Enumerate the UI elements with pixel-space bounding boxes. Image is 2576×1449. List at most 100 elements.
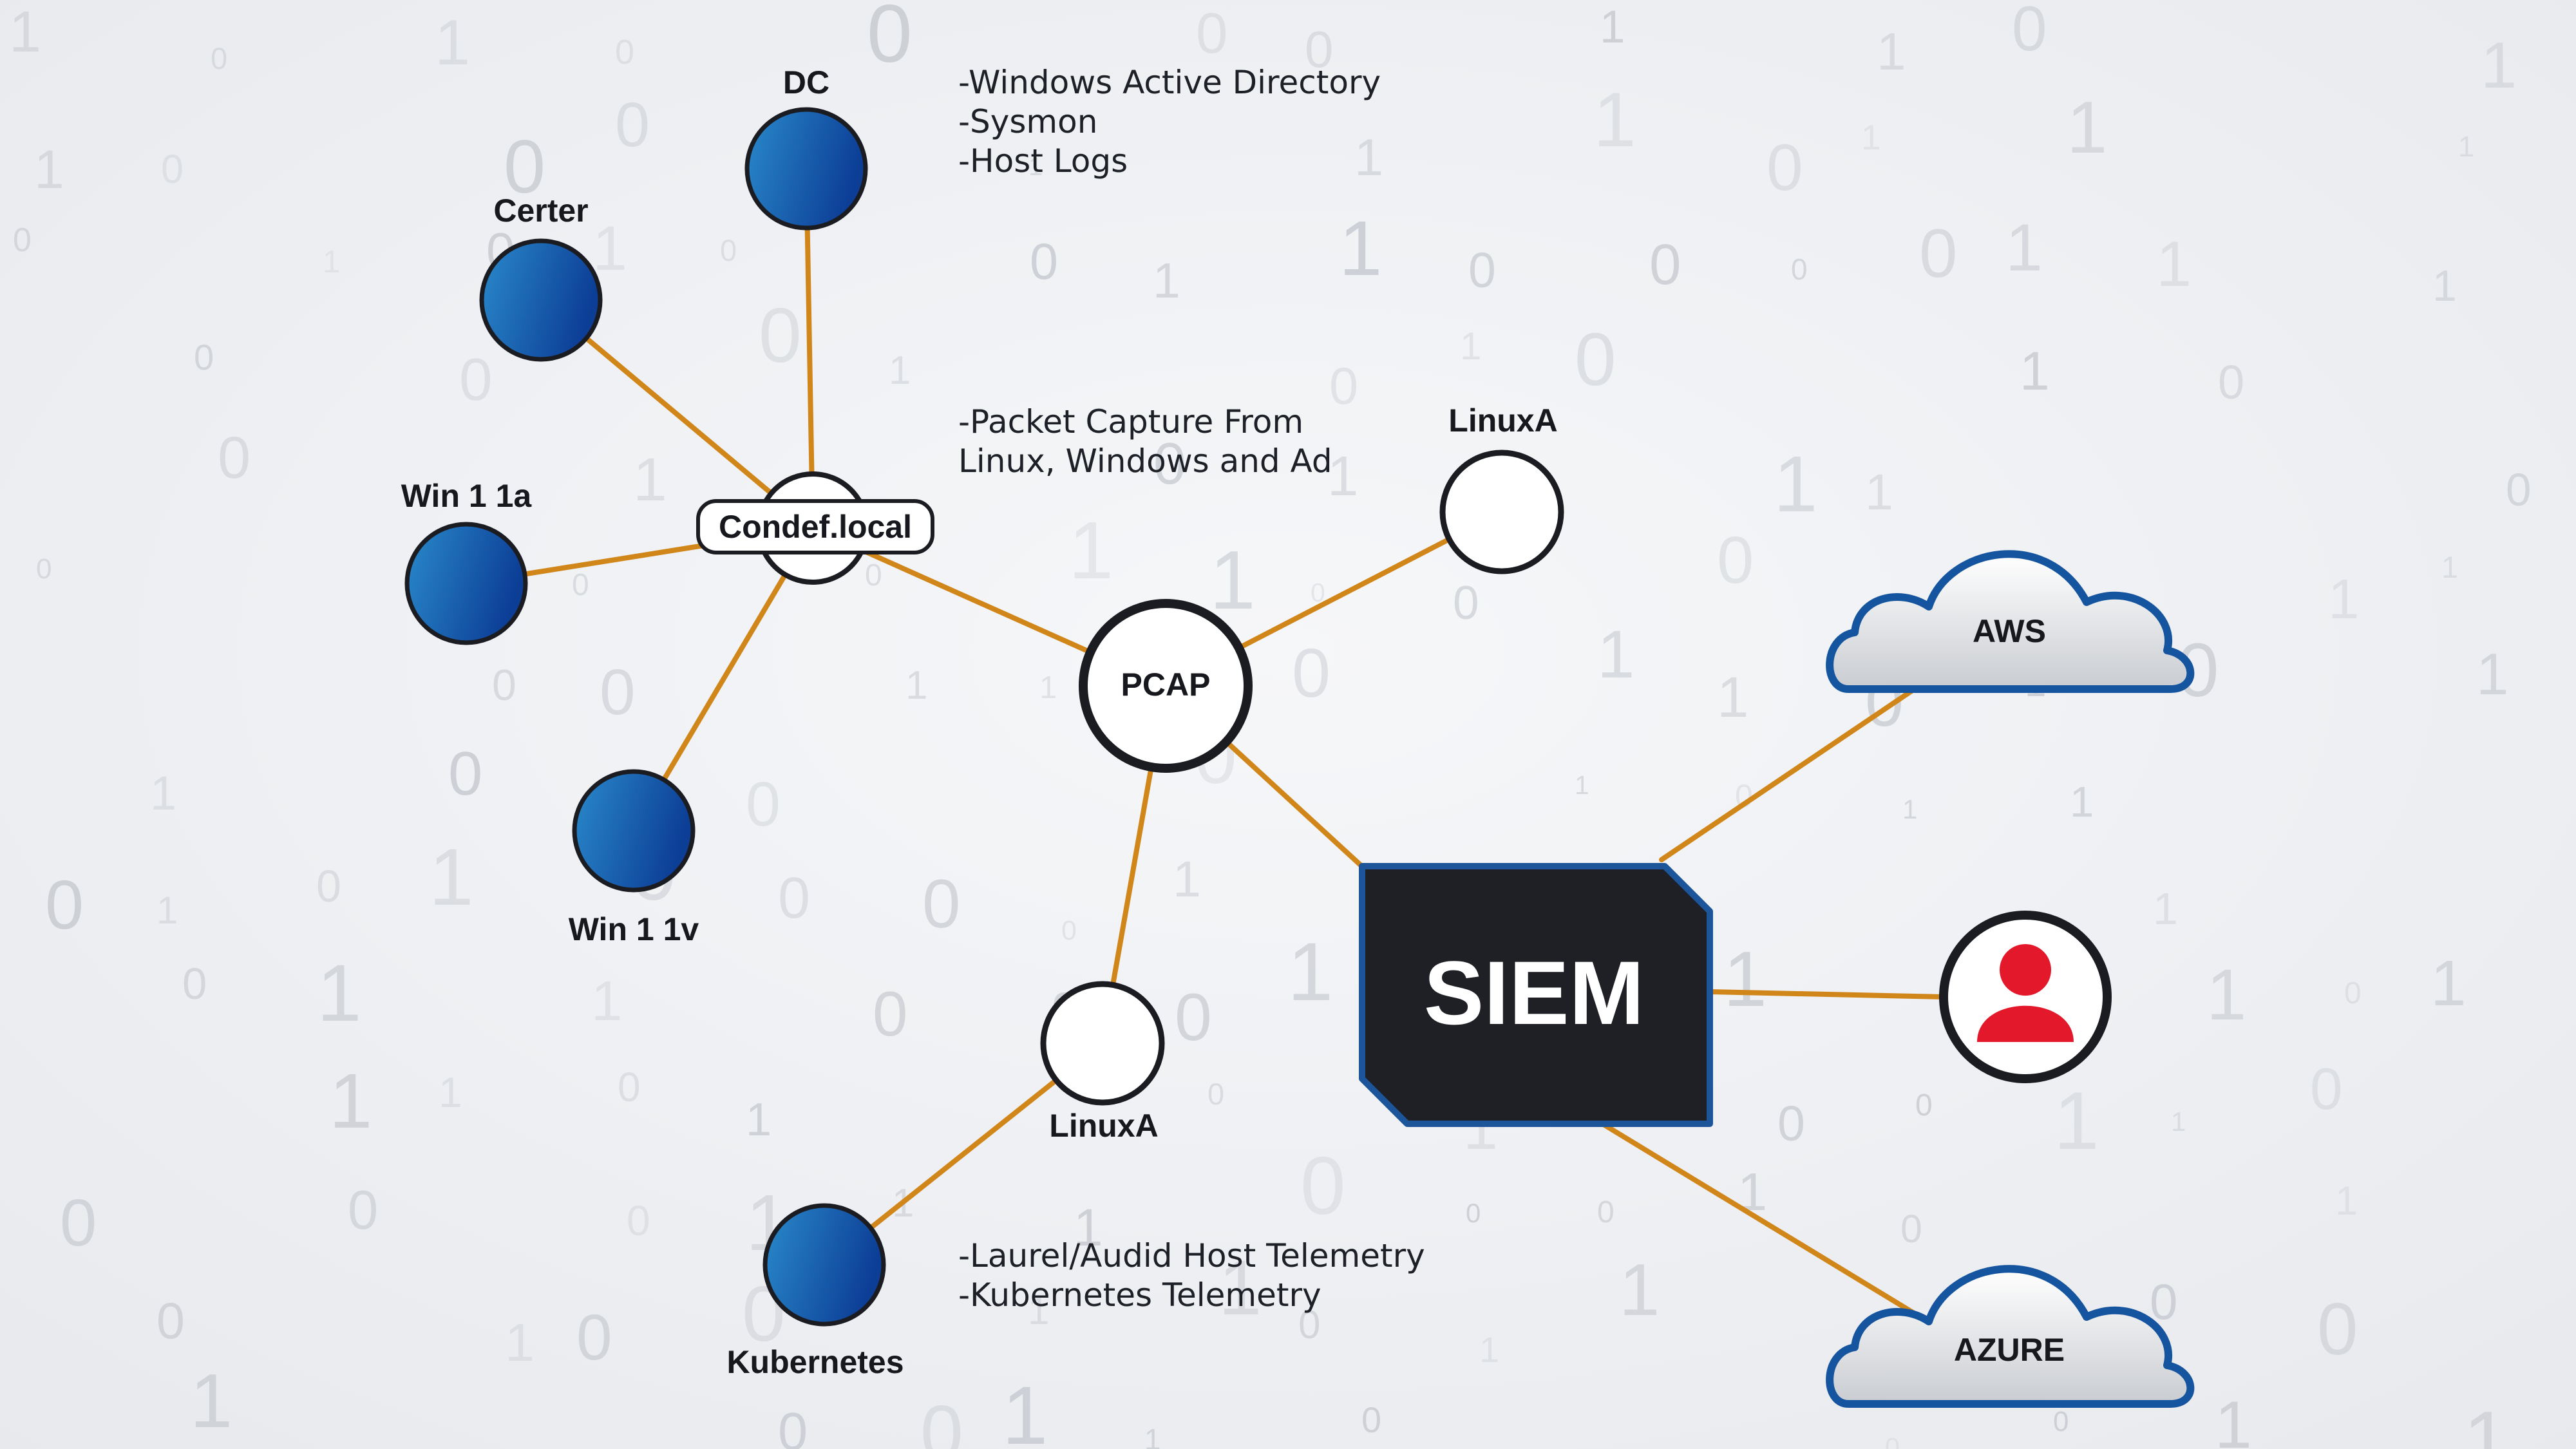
- background-digit: 0: [182, 959, 207, 1009]
- cloud-aws[interactable]: [1826, 550, 2195, 693]
- background-digit: 1: [1287, 926, 1333, 1018]
- background-digit: 0: [1919, 214, 1958, 292]
- background-digit: 0: [627, 1197, 650, 1244]
- label-siem: SIEM: [1424, 942, 1644, 1043]
- background-digit: 1: [1575, 770, 1589, 800]
- background-digit: 1: [2335, 1179, 2358, 1224]
- background-digit: 0: [156, 1292, 185, 1349]
- background-digit: 1: [1861, 117, 1881, 157]
- background-digit: 0: [1885, 1432, 1900, 1449]
- background-digit: 0: [865, 558, 882, 592]
- background-digit: 1: [1593, 77, 1636, 163]
- background-digit: 0: [600, 656, 636, 728]
- edge-siem-aws: [1659, 683, 1922, 862]
- background-digit: 0: [1292, 634, 1331, 712]
- background-digit: 1: [1717, 665, 1749, 729]
- background-digit: 1: [2067, 87, 2107, 169]
- background-digit: 1: [317, 949, 362, 1038]
- background-digit: 0: [161, 147, 184, 192]
- node-certer[interactable]: [479, 238, 603, 362]
- background-digit: 1: [1902, 794, 1917, 824]
- cloud-icon: [1826, 1265, 2195, 1408]
- background-digit: 0: [1175, 980, 1212, 1055]
- background-digit: 1: [1354, 129, 1383, 187]
- background-digit: 1: [889, 348, 911, 393]
- label-linuxa-bottom: LinuxA: [1049, 1108, 1158, 1144]
- background-digit: 1: [1144, 1423, 1161, 1449]
- background-digit: 0: [194, 337, 214, 377]
- cloud-azure[interactable]: [1826, 1265, 2195, 1408]
- background-digit: 1: [2458, 130, 2474, 163]
- background-digit: 0: [2218, 355, 2244, 409]
- background-digit: 1: [633, 446, 667, 514]
- background-digit: 1: [2020, 341, 2050, 401]
- background-digit: 0: [1196, 1, 1228, 65]
- background-digit: 0: [1575, 317, 1616, 401]
- background-digit: 0: [60, 1186, 97, 1260]
- node-win11a[interactable]: [404, 522, 528, 645]
- background-digit: 1: [1339, 204, 1382, 292]
- node-pcap[interactable]: [1079, 599, 1253, 773]
- background-digit: 1: [1865, 463, 1893, 520]
- background-digit: 0: [1900, 1207, 1922, 1251]
- background-digit: 1: [746, 1094, 772, 1146]
- background-digit: 0: [746, 769, 781, 839]
- cloud-icon: [1826, 550, 2195, 693]
- background-digit: 1: [2481, 30, 2517, 102]
- background-digit: 0: [1298, 1303, 1320, 1347]
- background-digit: 0: [2310, 1057, 2343, 1122]
- node-kubernetes[interactable]: [762, 1203, 886, 1327]
- background-digit: 1: [2441, 550, 2458, 584]
- background-digit: 0: [492, 661, 516, 710]
- background-digit: 1: [2070, 778, 2094, 826]
- background-digit: 0: [1208, 1077, 1224, 1111]
- background-digit: 1: [1327, 445, 1358, 507]
- background-digit: 0: [922, 865, 961, 942]
- background-digit: 0: [778, 866, 810, 931]
- background-digit: 0: [1777, 1096, 1805, 1151]
- annotation-line: -Packet Capture From: [958, 403, 1303, 440]
- background-digit: 1: [592, 213, 627, 283]
- background-digit: 0: [2012, 0, 2047, 64]
- background-digit: 1: [2153, 884, 2178, 934]
- background-digit: 1: [2156, 228, 2192, 299]
- background-digit: 1: [1153, 253, 1180, 308]
- background-digit: 1: [1068, 505, 1113, 596]
- node-linuxa-bottom[interactable]: [1040, 981, 1165, 1106]
- background-digit: 0: [1766, 131, 1803, 204]
- background-digit: 1: [1028, 153, 1043, 181]
- siem-box[interactable]: [1359, 863, 1713, 1127]
- background-digit: 1: [505, 1312, 535, 1372]
- background-digit: 0: [1030, 232, 1058, 290]
- background-digit: 1: [2054, 1075, 2099, 1166]
- background-digit: 0: [1597, 1195, 1615, 1229]
- background-digit: 0: [36, 553, 52, 585]
- condef-label-pill: [696, 499, 934, 554]
- background-digit: 1: [150, 766, 176, 820]
- label-win11v: Win 1 1v: [569, 911, 699, 947]
- background-digit: 0: [1311, 578, 1325, 607]
- node-win11v[interactable]: [572, 769, 696, 893]
- node-analyst[interactable]: [1939, 911, 2112, 1083]
- background-digit: 1: [1039, 670, 1057, 705]
- background-digit: 1: [190, 1358, 232, 1444]
- node-linuxa-top[interactable]: [1439, 450, 1564, 574]
- background-digit: 1: [1774, 440, 1817, 529]
- background-digit: 1: [1877, 23, 1906, 81]
- label-linuxa-top: LinuxA: [1448, 402, 1557, 439]
- background-digit: 1: [9, 0, 41, 64]
- background-digit: 0: [218, 425, 251, 491]
- background-digit: 0: [867, 0, 913, 79]
- node-dc[interactable]: [744, 107, 868, 231]
- label-win11a: Win 1 1a: [401, 478, 533, 514]
- background-digit: 1: [1723, 935, 1767, 1023]
- background-digit: 1: [2171, 1106, 2186, 1137]
- background-digit: 1: [1209, 534, 1256, 627]
- background-digit: 1: [435, 6, 470, 78]
- background-digit: 0: [2317, 1289, 2358, 1370]
- background-digit: 1: [1173, 850, 1201, 907]
- label-aws: AWS: [1973, 613, 2046, 649]
- background-digit: 0: [572, 568, 589, 602]
- annotation-linux-telemetry: -Laurel/Audid Host Telemetry -Kubernetes…: [958, 1237, 1425, 1314]
- background-digit: 0: [459, 346, 493, 413]
